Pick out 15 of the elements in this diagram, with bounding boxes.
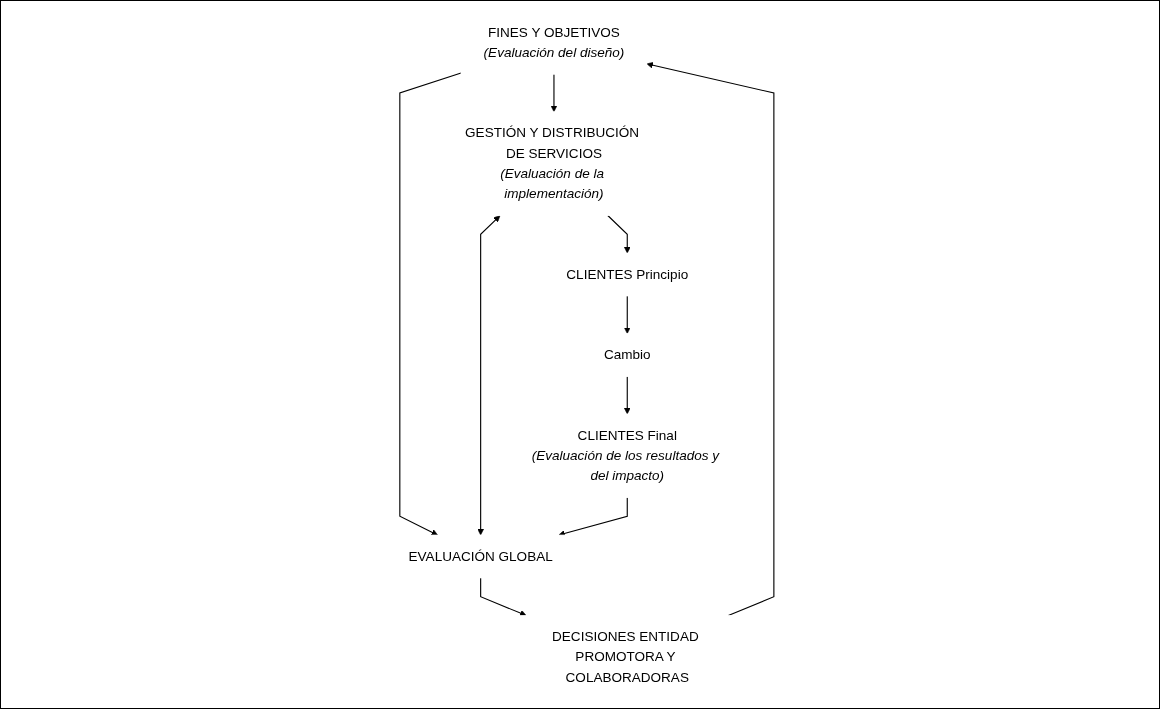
- arrow: [624, 294, 631, 334]
- arrow: [477, 214, 501, 535]
- node-text: FINES Y OBJETIVOS (Evaluación del diseño): [483, 24, 625, 60]
- node-text: DECISIONES ENTIDAD PROMOTORA Y COLABORADORAS: [552, 628, 699, 685]
- node-text: CLIENTES Final (Evaluación de los resultados y del impacto): [531, 427, 720, 483]
- arrow: [480, 576, 527, 616]
- arrow: [646, 61, 775, 616]
- arrow: [399, 71, 462, 535]
- node-text: GESTIÓN Y DISTRIBUCIÓN DE SERVICIOS (Evaluación de la implementación): [465, 124, 640, 201]
- node-text: CLIENTES Principio: [566, 266, 689, 282]
- arrow: [624, 375, 631, 414]
- arrow: [607, 214, 631, 253]
- node-text: EVALUACIÓN GLOBAL: [408, 548, 553, 564]
- arrow: [550, 73, 558, 112]
- node-text: Cambio: [603, 346, 651, 362]
